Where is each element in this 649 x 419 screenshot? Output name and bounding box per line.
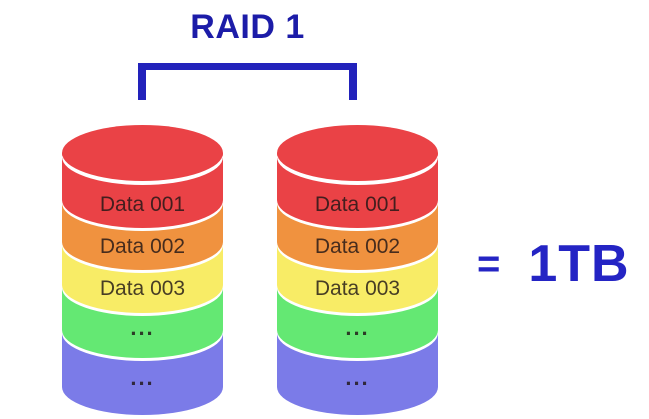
disk2-label-ellipsis-1: ... bbox=[345, 315, 370, 340]
disk2-label-data003: Data 003 bbox=[314, 277, 401, 300]
total-capacity: = 1TB bbox=[477, 228, 630, 300]
disk-cylinder-1: Data 001 Data 002 Data 003 ... ... bbox=[62, 125, 223, 417]
disk1-label-data001: Data 001 bbox=[99, 193, 186, 216]
disk1-label-ellipsis-1: ... bbox=[130, 315, 155, 340]
disk1-label-data002: Data 002 bbox=[99, 235, 186, 258]
raid-title: RAID 1 bbox=[190, 8, 305, 46]
capacity-value: 1TB bbox=[528, 235, 630, 293]
disk1-label-ellipsis-2: ... bbox=[130, 365, 155, 390]
disk2-label-data002: Data 002 bbox=[314, 235, 401, 258]
mirror-bracket bbox=[138, 63, 357, 100]
disk2-label-data001: Data 001 bbox=[314, 193, 401, 216]
disk2-label-ellipsis-2: ... bbox=[345, 365, 370, 390]
disk-cylinder-2: Data 001 Data 002 Data 003 ... ... bbox=[277, 125, 438, 417]
disk1-label-data003: Data 003 bbox=[99, 277, 186, 300]
equals-sign: = bbox=[477, 241, 501, 286]
disk1-top-ellipse bbox=[62, 125, 223, 181]
disk2-top-ellipse bbox=[277, 125, 438, 181]
